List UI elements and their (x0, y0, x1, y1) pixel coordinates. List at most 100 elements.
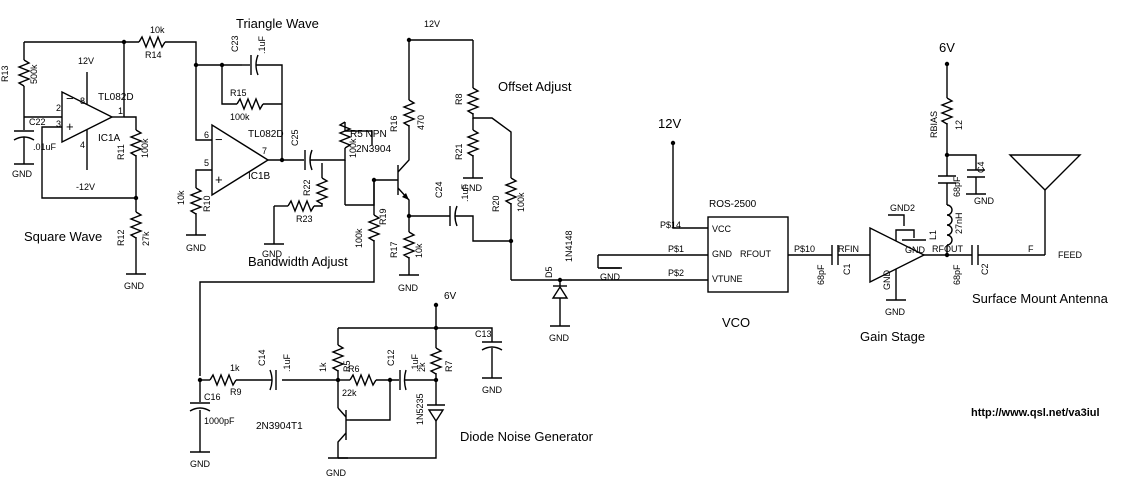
r7-value: 2k (417, 362, 427, 372)
gnd-r17-label: GND (398, 283, 419, 293)
c14-label: C14 (257, 349, 267, 366)
antenna-label: Surface Mount Antenna (972, 291, 1109, 306)
c22-label: C22 (29, 117, 46, 127)
r6-label: R6 (348, 364, 360, 374)
c16-value: 1000pF (204, 416, 235, 426)
gnd-c16-label: GND (190, 459, 211, 469)
svg-text:GND: GND (712, 249, 733, 259)
r20-resistor (504, 177, 518, 205)
r10-value: 10k (176, 190, 186, 205)
svg-text:RFIN: RFIN (838, 244, 859, 254)
v6-noise-label: 6V (444, 291, 457, 302)
antenna-symbol (1008, 154, 1082, 191)
r8-label: R8 (454, 93, 464, 105)
r22a-resistor (338, 121, 352, 149)
r22-label: R22 (302, 179, 312, 196)
d5-part: 1N4148 (564, 230, 574, 262)
gnd-d5-label: GND (549, 333, 570, 343)
c12-value: .1uF (410, 353, 420, 372)
r23-label: R23 (296, 214, 313, 224)
r13-label: R13 (0, 65, 10, 82)
r7-resistor (429, 347, 443, 375)
square-wave-section: R13 500k C22 .01uF GND − + 2 3 1 8 4 12V… (0, 39, 151, 291)
ic1b-opamp-symbol (211, 123, 270, 197)
c3-value: 68pF (952, 176, 962, 197)
c4-label: C4 (976, 161, 986, 173)
noise-generator-label: Diode Noise Generator (460, 429, 594, 444)
svg-text:3: 3 (56, 119, 61, 129)
vco-section: 12V ROS-2500 VCC GND RFOUT VTUNE P$14 P$… (597, 116, 832, 330)
gnd-r23-label: GND (262, 249, 283, 259)
rbias-value: 12 (954, 120, 964, 130)
svg-text:P$1: P$1 (668, 244, 684, 254)
r14-value: 10k (150, 25, 165, 35)
ic1a-plus: + (66, 119, 74, 134)
r11-resistor (129, 129, 143, 157)
ic1b-plus: + (215, 172, 223, 187)
gain-amp-symbol (869, 226, 926, 284)
svg-text:RFOUT: RFOUT (932, 244, 963, 254)
r20-value: 100k (516, 192, 526, 212)
offset-adjust-label: Offset Adjust (498, 79, 572, 94)
zener-part: 1N5235 (415, 393, 425, 425)
r6-resistor (349, 373, 377, 387)
c25-label: C25 (290, 129, 300, 146)
ic1a-opamp-symbol (61, 90, 114, 144)
d5-label: D5 (544, 266, 554, 278)
r7-label: R7 (444, 360, 454, 372)
c14-value: .1uF (282, 353, 292, 372)
r21-resistor (466, 129, 480, 157)
r19-label: R19 (378, 208, 388, 225)
triangle-wave-label: Triangle Wave (236, 16, 319, 31)
npn-name: R5 NPN (350, 129, 387, 140)
c13-label: C13 (475, 329, 492, 339)
vco-part-label: ROS-2500 (709, 199, 757, 210)
rbias-resistor (940, 97, 954, 125)
gnd-r12-label: GND (124, 281, 145, 291)
r15-resistor (236, 97, 264, 111)
r13-value: 500k (29, 64, 39, 84)
r8-resistor (466, 87, 480, 115)
r15-label: R15 (230, 88, 247, 98)
svg-text:VCC: VCC (712, 224, 732, 234)
c23-label: C23 (230, 35, 240, 52)
npn-emitter-arrow (402, 193, 409, 200)
l1-label: L1 (928, 230, 938, 240)
gnd-pnp-label: GND (326, 468, 347, 478)
svg-text:6: 6 (204, 130, 209, 140)
ic1a-minus: − (66, 91, 74, 106)
svg-text:7: 7 (262, 146, 267, 156)
r10-resistor (189, 187, 203, 215)
r21-label: R21 (454, 143, 464, 160)
r5-value: 1k (318, 362, 328, 372)
svg-text:RFOUT: RFOUT (740, 249, 771, 259)
bandwidth-label: Bandwidth Adjust (248, 254, 348, 269)
svg-text:4: 4 (80, 140, 85, 150)
r14-resistor (138, 35, 166, 49)
c24-label: C24 (434, 181, 444, 198)
r11-value: 100k (140, 138, 150, 158)
c1-label: C1 (842, 263, 852, 275)
r17-label: R17 (389, 241, 399, 258)
ic1b-minus: − (215, 132, 223, 147)
ic1a-name: IC1A (98, 133, 121, 144)
r12-label: R12 (116, 229, 126, 246)
svg-text:8: 8 (80, 96, 85, 106)
ic1a-part: TL082D (98, 92, 134, 103)
r12-value: 27k (141, 231, 151, 246)
d5-varactor: D5 1N4148 GND (544, 230, 574, 343)
noise-section: 6V C13 GND 1k R5 22k R6 C14 .1uF 1k R9 (189, 291, 594, 478)
v12-top-label: 12V (424, 19, 440, 29)
vco-supply-label: 12V (658, 116, 681, 131)
gnd-c4-label: GND (974, 196, 995, 206)
rbias-label: RBIAS (929, 111, 939, 138)
gnd-c22-label: GND (12, 169, 33, 179)
r10-label: R10 (202, 195, 212, 212)
source-url: http://www.qsl.net/va3iul (971, 407, 1100, 419)
r22-resistor (315, 177, 329, 205)
svg-text:2: 2 (56, 103, 61, 113)
gain-section: 68pF C1 RFIN GND2 GND GND GND RFOUT Gain… (816, 203, 972, 344)
r19-resistor (367, 214, 381, 242)
antenna-section: F FEED Surface Mount Antenna http://www.… (971, 154, 1109, 419)
